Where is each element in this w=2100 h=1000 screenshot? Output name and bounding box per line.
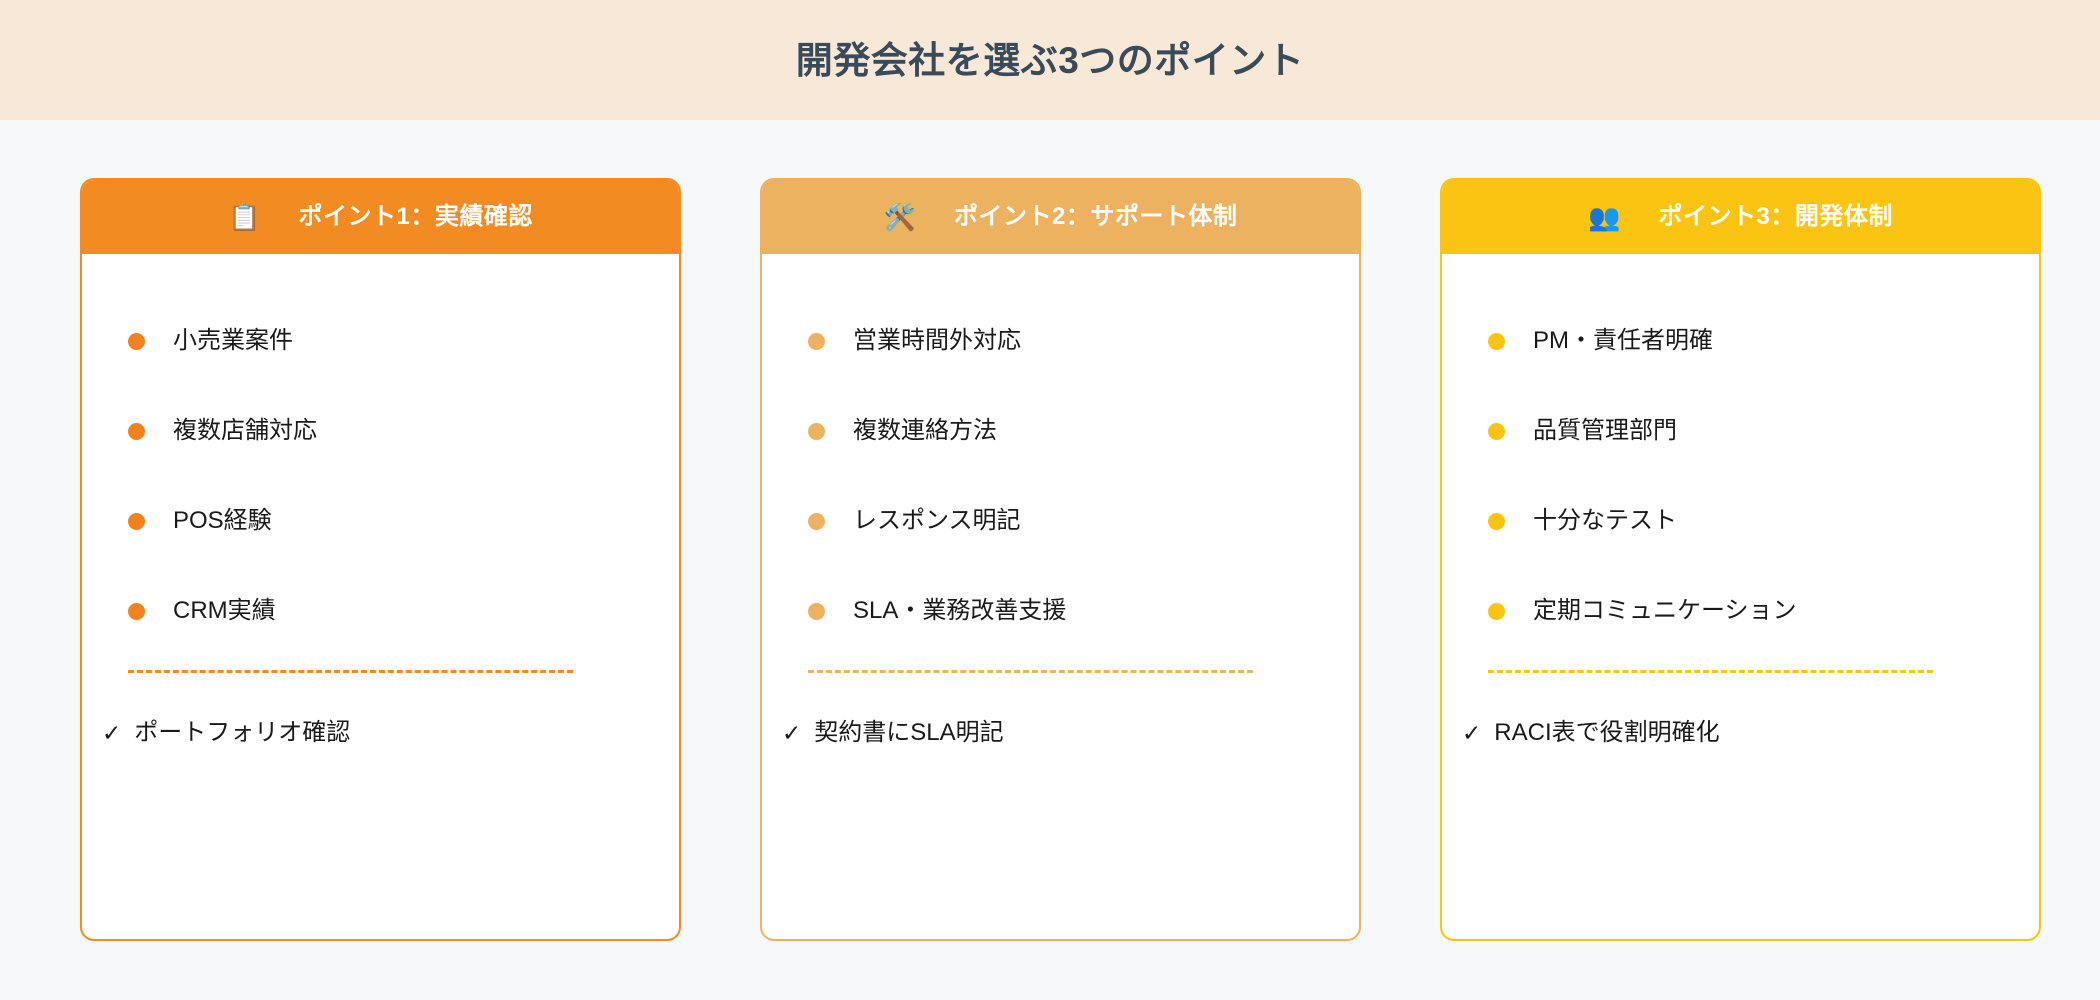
- point-card-1-header: 📋 ポイント1：実績確認: [82, 180, 679, 254]
- bullet-dot-icon: [808, 422, 825, 440]
- page-title: 開発会社を選ぶ3つのポイント: [795, 39, 1305, 81]
- list-item: 品質管理部門: [1488, 386, 1993, 476]
- busts-in-silhouette-icon: 👥: [1588, 202, 1621, 232]
- list-item-label: CRM実績: [173, 597, 276, 624]
- list-item-label: 小売業案件: [173, 327, 293, 354]
- point-card-3-title: ポイント3：開発体制: [1658, 203, 1893, 230]
- bullet-dot-icon: [808, 332, 825, 350]
- list-item: SLA・業務改善支援: [808, 566, 1313, 656]
- list-item-label: 営業時間外対応: [853, 327, 1021, 354]
- hammer-and-wrench-icon: 🛠️: [883, 202, 916, 232]
- list-item-label: SLA・業務改善支援: [853, 597, 1067, 624]
- clipboard-icon: 📋: [228, 202, 261, 232]
- point-card-2-check-row: ✓ 契約書にSLA明記: [782, 721, 1313, 745]
- bullet-dot-icon: [128, 422, 145, 440]
- bullet-dot-icon: [1488, 512, 1505, 530]
- list-item: 定期コミュニケーション: [1488, 566, 1993, 656]
- bullet-dot-icon: [128, 512, 145, 530]
- point-card-1[interactable]: 📋 ポイント1：実績確認 小売業案件 複数店舗対応 POS経験: [80, 178, 681, 941]
- bullet-dot-icon: [128, 332, 145, 350]
- point-card-2-header: 🛠️ ポイント2：サポート体制: [762, 180, 1359, 254]
- dashed-divider: [128, 670, 573, 673]
- point-card-2-bullet-list: 営業時間外対応 複数連絡方法 レスポンス明記 SLA・業務改善支援: [808, 296, 1313, 656]
- list-item: レスポンス明記: [808, 476, 1313, 566]
- bullet-dot-icon: [1488, 332, 1505, 350]
- bullet-dot-icon: [1488, 602, 1505, 620]
- list-item-label: POS経験: [173, 507, 272, 534]
- list-item: 小売業案件: [128, 296, 633, 386]
- list-item-label: 定期コミュニケーション: [1533, 597, 1797, 624]
- point-card-2[interactable]: 🛠️ ポイント2：サポート体制 営業時間外対応 複数連絡方法 レスポンス明記: [760, 178, 1361, 941]
- check-icon: ✓: [1462, 719, 1482, 746]
- dashed-divider: [1488, 670, 1933, 673]
- list-item-label: 十分なテスト: [1533, 507, 1677, 534]
- point-card-3-body: PM・責任者明確 品質管理部門 十分なテスト 定期コミュニケーション: [1442, 254, 2039, 939]
- points-card-row: 📋 ポイント1：実績確認 小売業案件 複数店舗対応 POS経験: [80, 178, 2043, 941]
- list-item-label: PM・責任者明確: [1533, 327, 1713, 354]
- list-item: 営業時間外対応: [808, 296, 1313, 386]
- list-item: 複数店舗対応: [128, 386, 633, 476]
- point-card-3-header: 👥 ポイント3：開発体制: [1442, 180, 2039, 254]
- point-card-2-body: 営業時間外対応 複数連絡方法 レスポンス明記 SLA・業務改善支援: [762, 254, 1359, 939]
- list-item: 複数連絡方法: [808, 386, 1313, 476]
- list-item: CRM実績: [128, 566, 633, 656]
- point-card-1-bullet-list: 小売業案件 複数店舗対応 POS経験 CRM実績: [128, 296, 633, 656]
- list-item-label: レスポンス明記: [853, 507, 1021, 534]
- point-card-2-check-label: 契約書にSLA明記: [814, 719, 1004, 746]
- point-card-1-title: ポイント1：実績確認: [298, 203, 533, 230]
- point-card-1-check-row: ✓ ポートフォリオ確認: [102, 721, 633, 745]
- point-card-3-check-label: RACI表で役割明確化: [1494, 719, 1720, 746]
- list-item: 十分なテスト: [1488, 476, 1993, 566]
- bullet-dot-icon: [808, 602, 825, 620]
- point-card-1-body: 小売業案件 複数店舗対応 POS経験 CRM実績: [82, 254, 679, 939]
- list-item-label: 品質管理部門: [1533, 417, 1677, 444]
- bullet-dot-icon: [128, 602, 145, 620]
- point-card-3[interactable]: 👥 ポイント3：開発体制 PM・責任者明確 品質管理部門 十分なテスト: [1440, 178, 2041, 941]
- list-item-label: 複数連絡方法: [853, 417, 997, 444]
- bullet-dot-icon: [808, 512, 825, 530]
- page-banner: 開発会社を選ぶ3つのポイント: [0, 0, 2100, 120]
- point-card-3-bullet-list: PM・責任者明確 品質管理部門 十分なテスト 定期コミュニケーション: [1488, 296, 1993, 656]
- list-item: PM・責任者明確: [1488, 296, 1993, 386]
- list-item: POS経験: [128, 476, 633, 566]
- point-card-1-check-label: ポートフォリオ確認: [134, 719, 351, 746]
- check-icon: ✓: [102, 719, 122, 746]
- point-card-3-check-row: ✓ RACI表で役割明確化: [1462, 721, 1993, 745]
- dashed-divider: [808, 670, 1253, 673]
- list-item-label: 複数店舗対応: [173, 417, 317, 444]
- check-icon: ✓: [782, 719, 802, 746]
- point-card-2-title: ポイント2：サポート体制: [954, 203, 1238, 230]
- bullet-dot-icon: [1488, 422, 1505, 440]
